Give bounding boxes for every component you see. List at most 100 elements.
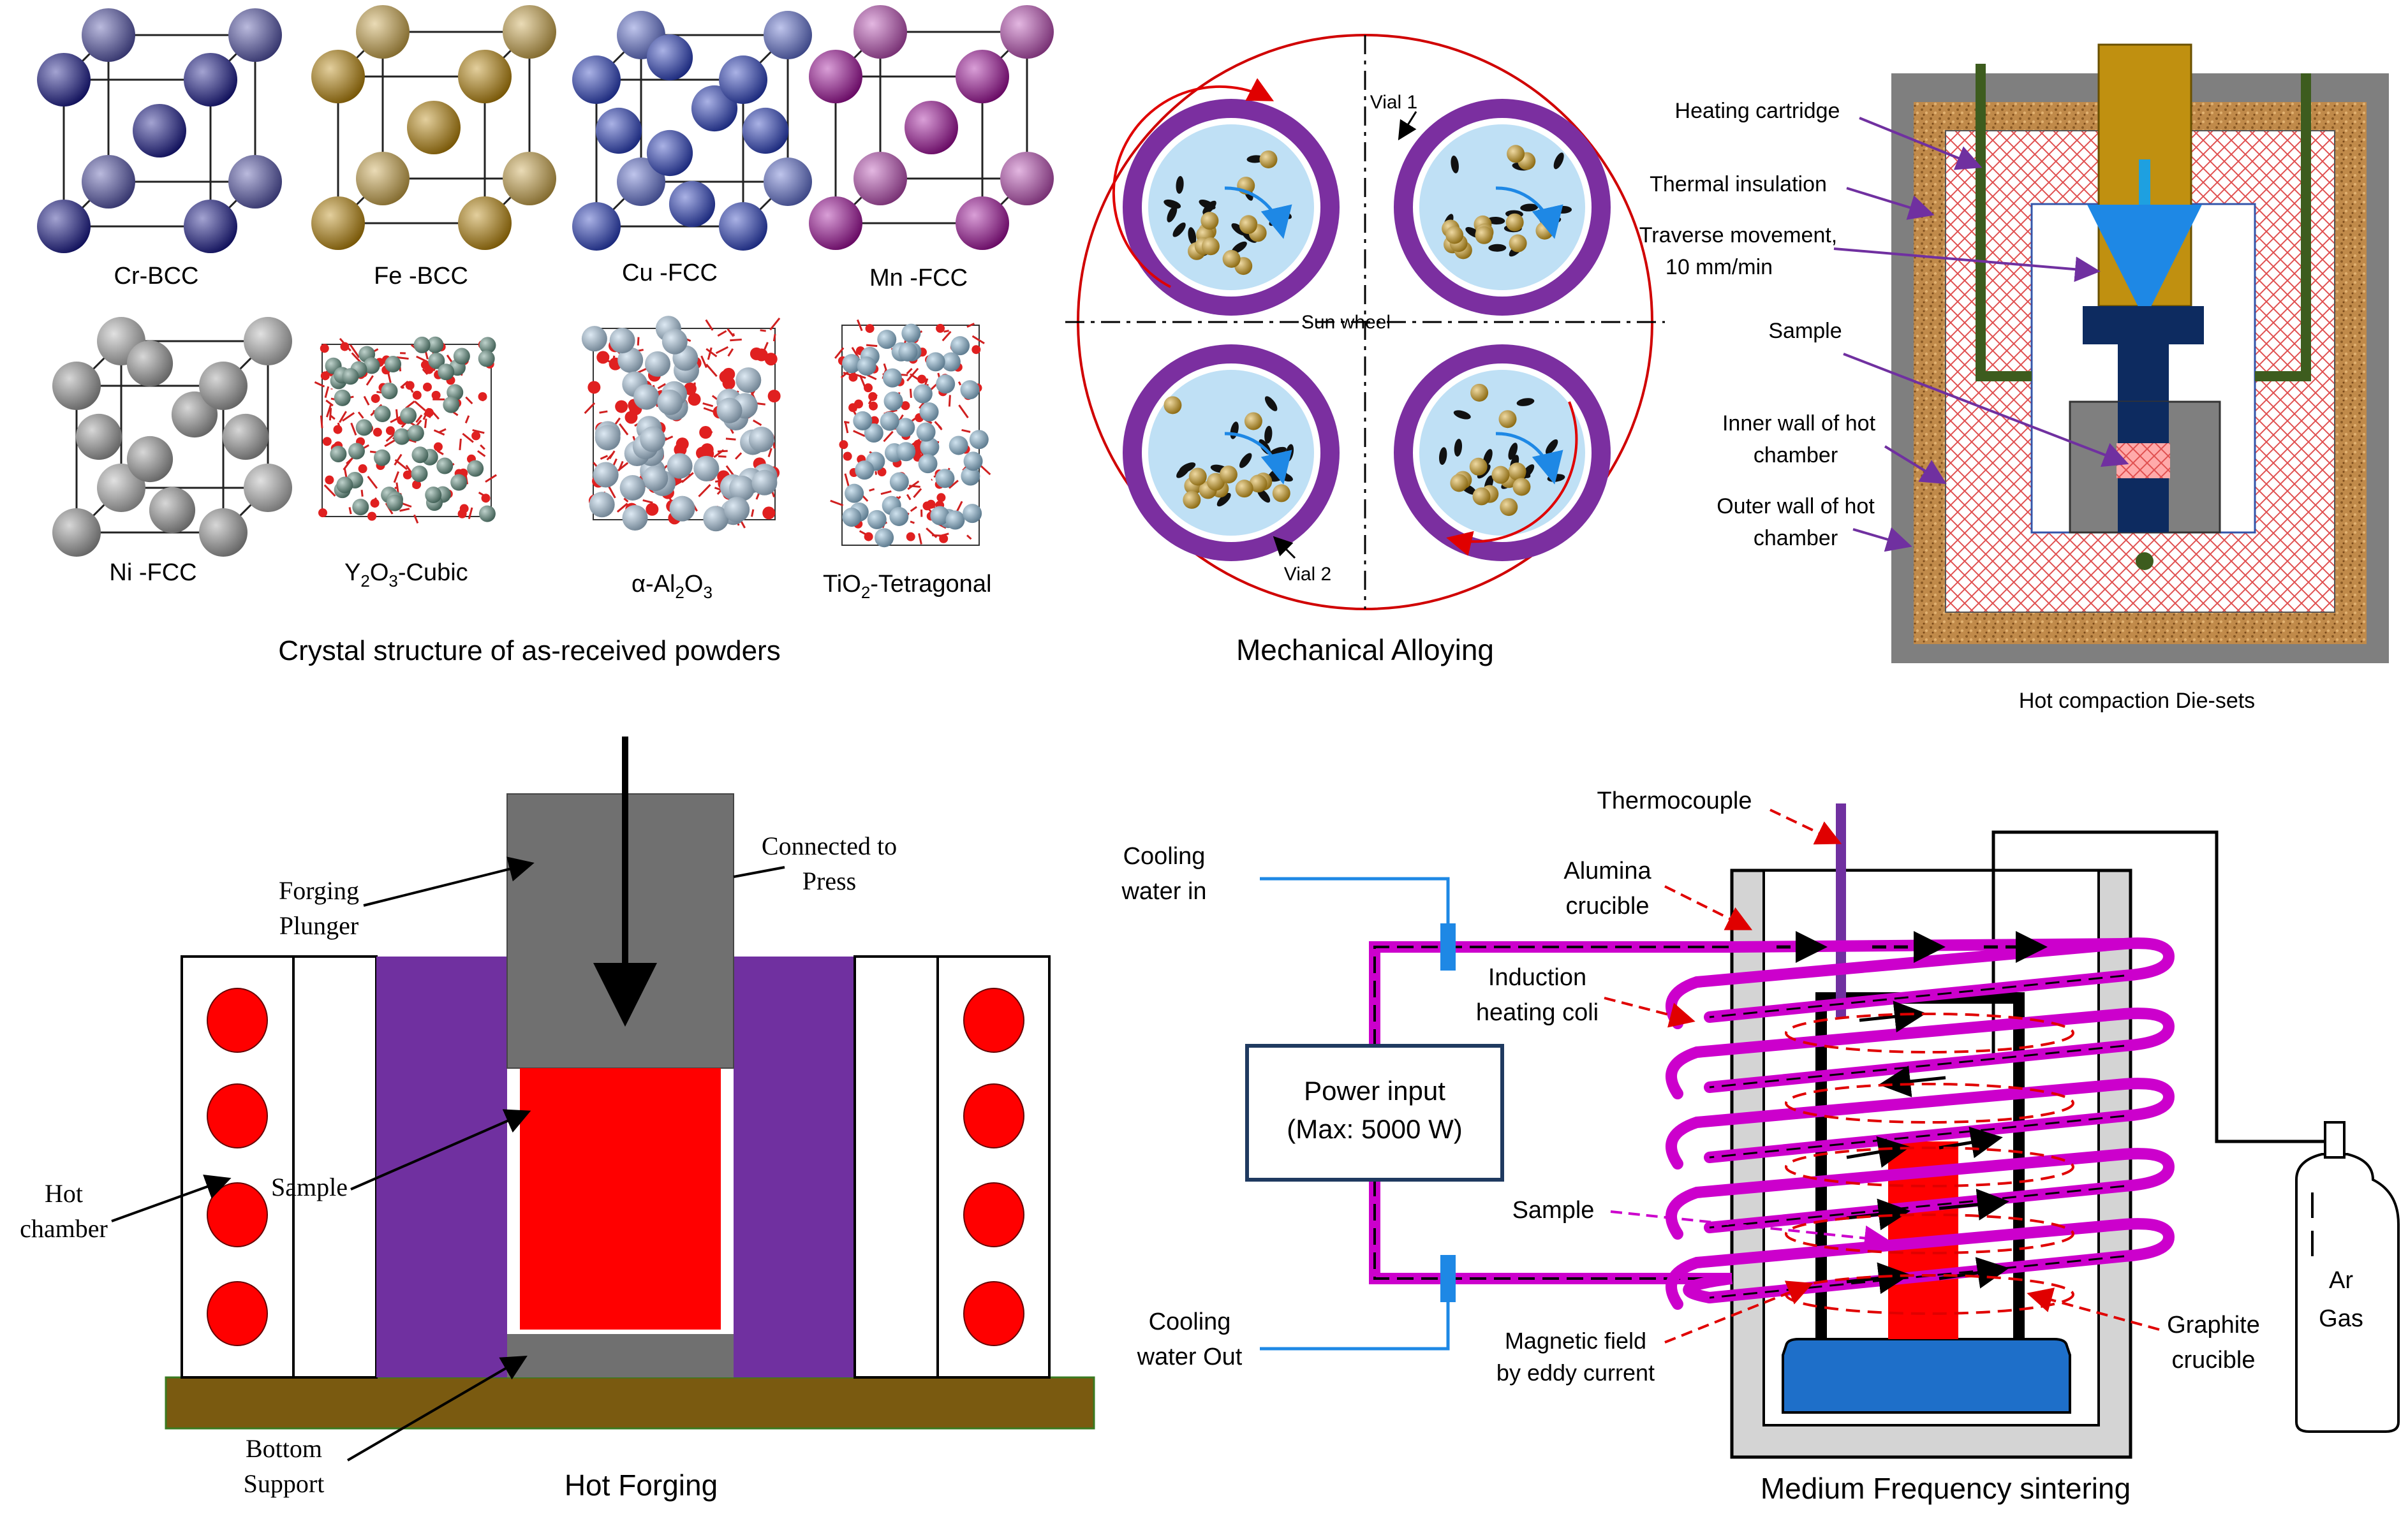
coil-flow [1709, 1115, 2125, 1159]
y2o3-lattice-bond [393, 471, 400, 483]
fe-bcc-cell-atom [458, 196, 512, 250]
powder-particle [1164, 199, 1181, 209]
vial-rotation-arrow [1224, 186, 1292, 239]
powder-particle [1487, 216, 1505, 225]
al2o3-lattice-o-atom [624, 411, 638, 424]
tio2-lattice-metal-atom [918, 454, 938, 474]
heater-element [963, 988, 1024, 1053]
tio2-lattice-bond [948, 480, 959, 489]
y2o3-lattice [314, 336, 498, 524]
y2o3-lattice-metal-atom [411, 465, 428, 482]
al2o3-lattice-metal-atom [748, 427, 774, 453]
milling-ball [1183, 490, 1201, 509]
power-label-2: (Max: 5000 W) [1287, 1114, 1462, 1144]
y2o3-lattice-o-atom [371, 393, 380, 403]
al2o3-lattice-bond [730, 338, 742, 342]
powder-particle [1488, 244, 1507, 252]
al2o3-lattice-metal-atom [729, 475, 755, 501]
cr-bcc-cell-atom [37, 53, 91, 106]
tio2-lattice-bond [830, 499, 844, 506]
ni-fcc-cell-atom [126, 436, 174, 483]
tio2-lattice-bond [913, 488, 922, 498]
magnetic-label-2: by eddy current [1496, 1360, 1655, 1386]
y2o3-lattice-metal-atom [478, 350, 495, 367]
cr-bcc-cell-atom [184, 53, 237, 106]
y2o3-lattice-metal-atom [352, 499, 369, 516]
ni-fcc-cell-atom [149, 487, 196, 534]
y2o3-lattice-metal-atom [334, 389, 351, 406]
al2o3-lattice-o-atom [587, 381, 601, 394]
graphite-label-1: Graphite [2167, 1312, 2260, 1338]
tio2-lattice-bond [906, 494, 912, 501]
heater-element [207, 1281, 268, 1346]
cr-bcc-cell-atom [82, 155, 135, 209]
y2o3-lattice-metal-atom [363, 357, 380, 374]
tio2-lattice-bond [966, 534, 972, 540]
powder-particle [1239, 453, 1252, 468]
y2o3-lattice-bond [363, 395, 370, 406]
tio2-lattice-bond [957, 381, 962, 386]
cr-bcc-cell-atom [184, 200, 237, 253]
cr-bcc-cell-atom [37, 200, 91, 253]
y2o3-lattice-bond [436, 450, 444, 455]
tio2-lattice-bond [934, 421, 942, 429]
y2o3-lattice-bond [373, 484, 376, 487]
y2o3-lattice-o-atom [403, 470, 412, 480]
al2o3-lattice-bond [772, 334, 776, 342]
milling-ball [1505, 213, 1524, 231]
y2o3-lattice-o-atom [433, 442, 443, 451]
y2o3-lattice-metal-atom [393, 428, 410, 445]
bottom-pointer [346, 1355, 528, 1462]
ni-fcc-cell-atom [244, 464, 292, 512]
power-wire-dash [1373, 946, 1732, 1280]
y2o3-lattice-metal-atom [400, 407, 417, 424]
milling-ball [1500, 498, 1518, 517]
tio2-lattice-bond [844, 473, 850, 487]
al2o3-lattice-bond [617, 460, 624, 471]
al2o3-lattice-metal-atom [581, 326, 607, 352]
al2o3-lattice-metal-atom [657, 389, 683, 415]
milling-ball [1164, 396, 1182, 414]
mn-fcc-cell-atom [853, 5, 907, 59]
al2o3-lattice-bond [642, 499, 653, 504]
tio2-lattice-o-atom [936, 493, 946, 502]
forge-gap-right [853, 955, 939, 1379]
y2o3-lattice-metal-atom [436, 457, 454, 474]
heating-cartridge-pointer [1859, 117, 1983, 170]
milling-ball [1201, 237, 1220, 256]
milling-ball [1272, 484, 1290, 502]
y2o3-lattice-o-atom [370, 499, 380, 508]
connected-label-1: Connected to [762, 832, 897, 860]
tio2-lattice-o-atom [869, 401, 878, 411]
powder-particle [1231, 241, 1247, 254]
eddy-arrow-4 [1939, 1126, 2003, 1159]
milling-ball [1188, 467, 1207, 486]
cr-bcc-cell-atom [133, 104, 186, 158]
y2o3-lattice-o-atom [412, 480, 422, 490]
tio2-lattice-metal-atom [898, 342, 918, 362]
fe-bcc-cell [311, 5, 556, 250]
tio2-lattice-metal-atom [916, 422, 936, 442]
ar-gas-line [1991, 830, 2331, 1143]
tio2-lattice-bond [956, 501, 963, 512]
forge-mold-right [734, 957, 855, 1377]
tio2-lattice-bond [866, 344, 878, 348]
coil-lead [1683, 1273, 1733, 1303]
connected-pointer [733, 866, 785, 878]
y2o3-lattice-o-atom [333, 425, 343, 434]
al2o3-lattice-metal-atom [593, 462, 619, 488]
mn-label: Mn -FCC [869, 265, 968, 291]
tio2-lattice-bond [948, 395, 951, 407]
al2o3-lattice-bond [619, 423, 629, 436]
al2o3-label: α-Al2O3 [632, 571, 713, 602]
tio2-lattice-metal-atom [963, 504, 982, 524]
al2o3-lattice-bond [752, 419, 762, 426]
y2o3-lattice-o-atom [424, 408, 434, 418]
al2o3-lattice-bond [705, 319, 714, 331]
tio2-lattice-metal-atom [941, 352, 961, 372]
mf-sintering-panel: Thermocouple Cooling water in Alumina cr… [1121, 788, 2400, 1505]
tio2-lattice-bond [910, 520, 915, 524]
y2o3-lattice-metal-atom [443, 396, 460, 413]
y2o3-lattice-bond [465, 396, 473, 405]
